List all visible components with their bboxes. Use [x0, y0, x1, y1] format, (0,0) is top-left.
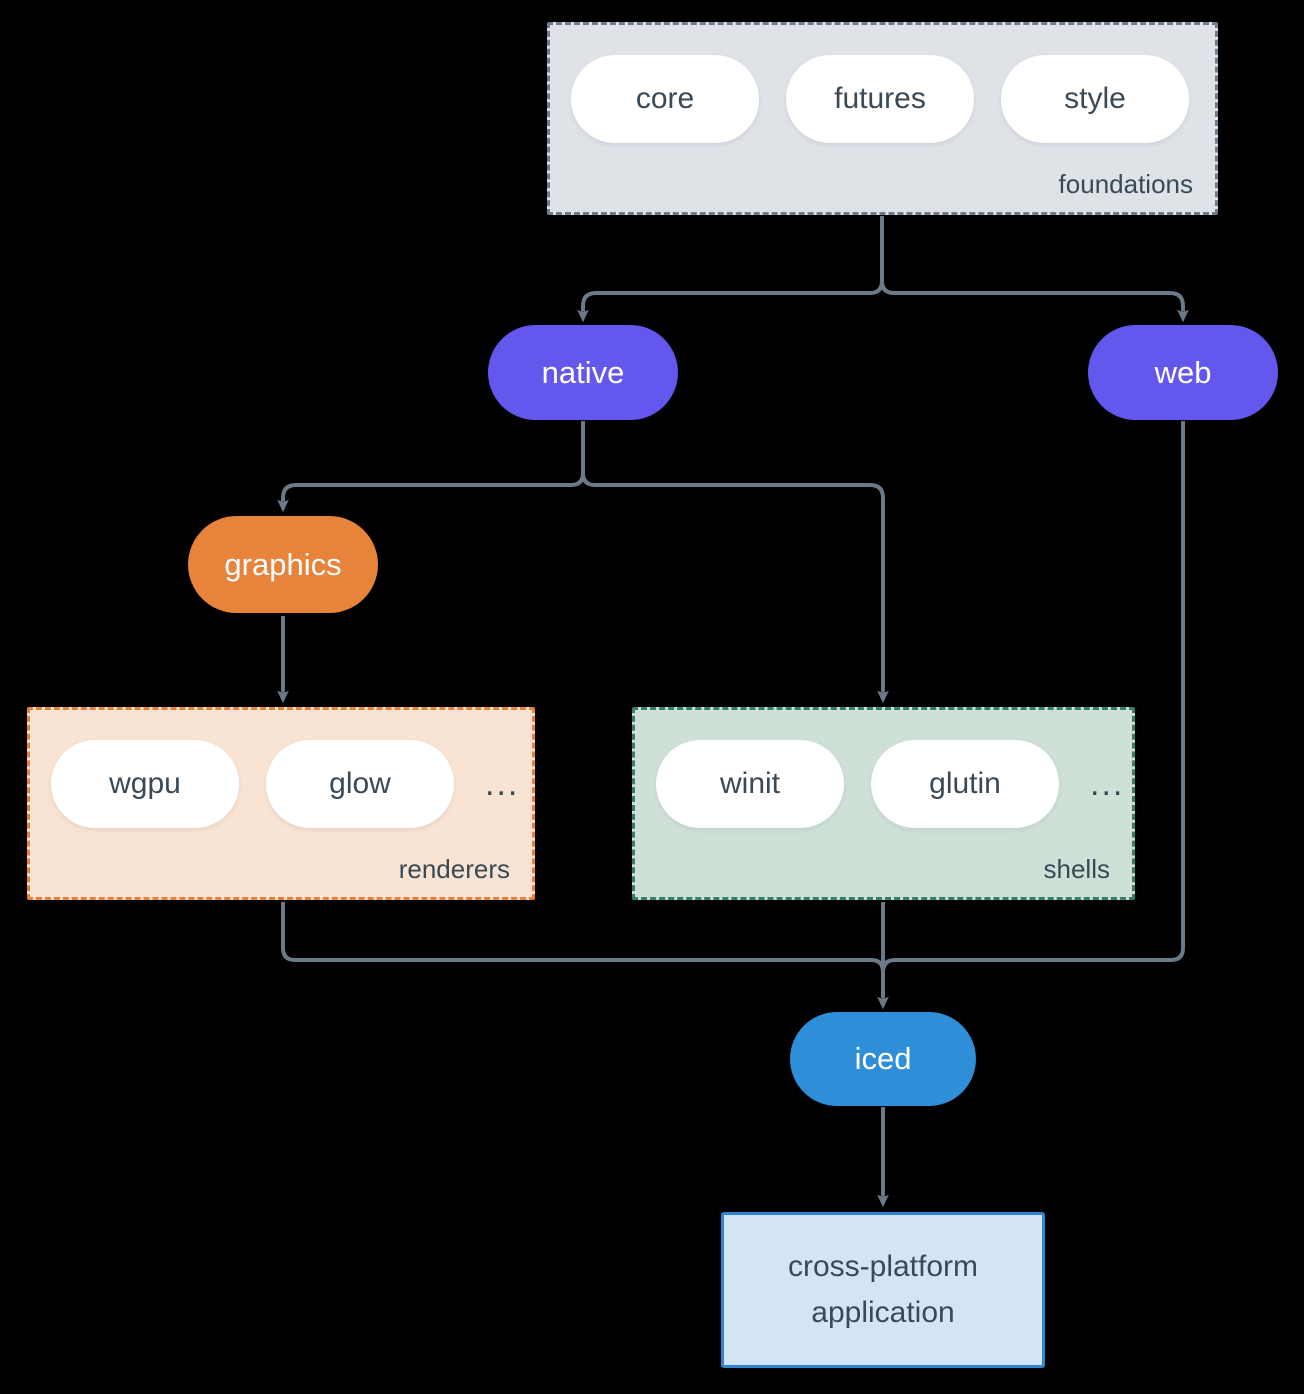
- shells-pill-row: winit glutin ...: [635, 710, 1132, 828]
- foundations-label: foundations: [1058, 169, 1193, 199]
- pill-core: core: [571, 55, 759, 143]
- pill-futures: futures: [786, 55, 974, 143]
- edge-native-to-graphics: [277, 421, 585, 513]
- pill-winit: winit: [656, 740, 844, 828]
- graphics-node: graphics: [188, 516, 378, 613]
- renderers-label: renderers: [398, 854, 510, 884]
- pill-glow: glow: [266, 740, 454, 828]
- web-node: web: [1088, 325, 1278, 420]
- native-node: native: [488, 325, 678, 420]
- renderers-ellipsis: ...: [485, 764, 520, 803]
- renderers-pill-row: wgpu glow ...: [30, 710, 532, 828]
- iced-node: iced: [790, 1012, 976, 1106]
- shells-ellipsis: ...: [1090, 764, 1125, 803]
- edge-renderers-to-merge: [281, 902, 885, 973]
- edge-native-to-shells: [581, 421, 889, 704]
- edge-foundations-to-native: [577, 216, 884, 323]
- foundations-pill-row: core futures style: [550, 25, 1215, 143]
- pill-glutin: glutin: [871, 740, 1059, 828]
- foundations-group: core futures style foundations: [547, 22, 1218, 215]
- shells-label: shells: [1043, 854, 1110, 884]
- pill-wgpu: wgpu: [51, 740, 239, 828]
- application-node: cross-platform application: [721, 1212, 1045, 1368]
- pill-style: style: [1001, 55, 1189, 143]
- edge-foundations-to-web: [880, 216, 1189, 323]
- renderers-group: wgpu glow ... renderers: [27, 707, 535, 900]
- shells-group: winit glutin ... shells: [632, 707, 1135, 900]
